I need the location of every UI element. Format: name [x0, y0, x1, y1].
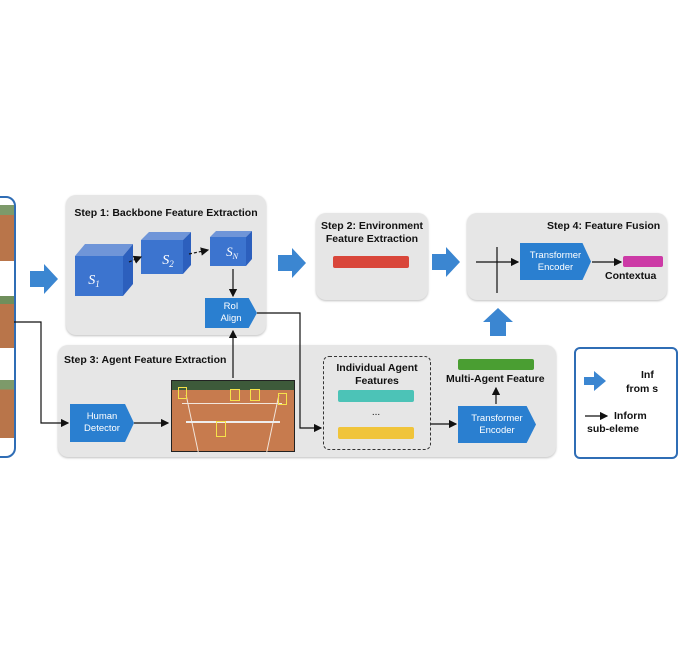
roi-align-block: RoI Align — [205, 298, 257, 328]
human-detector-label-1: Human — [86, 411, 118, 422]
contextual-feature-bar — [623, 256, 663, 267]
roi-align-label-1: RoI — [223, 301, 239, 312]
contextual-feature-label: Contextua — [605, 270, 657, 282]
input-frame-2 — [0, 296, 14, 348]
fusion-transformer-label-1: Transformer — [529, 249, 582, 261]
legend-item1-text-1: Inf — [641, 369, 654, 381]
human-detector-block: Human Detector — [70, 404, 134, 442]
detected-frame-image — [171, 380, 295, 455]
detection-box-5 — [278, 393, 287, 405]
step1-to-step2-arrow — [278, 248, 306, 278]
input-to-step1-arrow — [30, 264, 58, 294]
step1-title: Step 1: Backbone Feature Extraction — [74, 207, 258, 219]
individual-agent-features-box — [323, 356, 431, 450]
legend-item1-text-2: from s — [626, 383, 659, 395]
court-baseline — [182, 403, 282, 404]
court-net — [186, 421, 280, 423]
step2-title-line2: Feature Extraction — [325, 233, 419, 245]
human-detector-label-2: Detector — [84, 423, 120, 434]
legend-item2-text-1: Inform — [614, 410, 647, 422]
environment-feature-bar — [333, 256, 409, 268]
detection-box-4 — [178, 387, 187, 399]
step2-title-line1: Step 2: Environment — [320, 220, 424, 232]
detection-box-3 — [250, 389, 260, 401]
legend-panel — [574, 347, 678, 459]
agent-feature-bar-1 — [338, 390, 414, 402]
detection-box-2 — [230, 389, 240, 401]
input-frame-3 — [0, 380, 14, 438]
court-line-left — [185, 395, 200, 455]
roi-align-label-2: Align — [220, 313, 242, 324]
multi-agent-feature-bar — [458, 359, 534, 370]
individual-agent-features-title-1: Individual Agent — [336, 362, 418, 374]
agent-transformer-label-1: Transformer — [471, 412, 523, 424]
agent-feature-bar-n — [338, 427, 414, 439]
legend-item2-text-2: sub-eleme — [587, 423, 639, 435]
agent-transformer-label-2: Encoder — [479, 424, 515, 436]
step4-title: Step 4: Feature Fusion — [547, 220, 661, 232]
agent-feature-ellipsis: ... — [371, 407, 381, 418]
step2-to-step4-arrow — [432, 247, 460, 277]
fusion-transformer-encoder: Transformer Encoder — [520, 243, 591, 280]
input-frame-1 — [0, 205, 14, 261]
multi-agent-feature-label: Multi-Agent Feature — [446, 373, 545, 385]
agent-transformer-encoder: Transformer Encoder — [458, 406, 536, 443]
detection-box-1 — [216, 421, 226, 437]
step3-title: Step 3: Agent Feature Extraction — [64, 354, 227, 366]
step3-to-step4-arrow — [483, 308, 513, 336]
individual-agent-features-title-2: Features — [355, 375, 399, 387]
fusion-transformer-label-2: Encoder — [537, 261, 574, 273]
